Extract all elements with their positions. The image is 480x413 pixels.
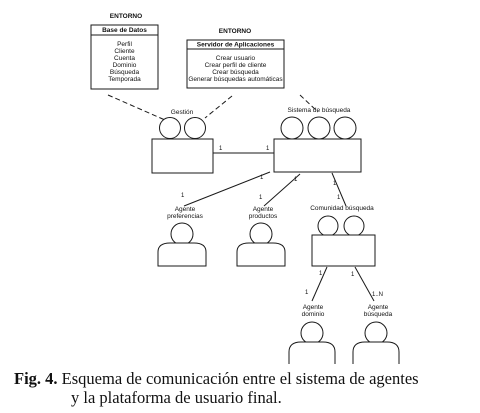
actor-body-icon bbox=[352, 341, 400, 364]
actor-agente-busqueda: Agente búsqueda bbox=[352, 304, 400, 364]
actor-head-icon bbox=[170, 222, 194, 246]
actor-label: Agente bbox=[253, 206, 274, 213]
multiplicity-label: 1 bbox=[181, 193, 185, 199]
node-gestion: Gestión bbox=[151, 109, 214, 174]
association-line bbox=[331, 172, 347, 207]
env-database-item: Temporada bbox=[108, 76, 141, 83]
node-comunidad-label: Comunidad búsqueda bbox=[310, 205, 374, 212]
agent-head-icon bbox=[184, 117, 206, 139]
multiplicity-label: 1 bbox=[333, 181, 337, 187]
agent-head-icon bbox=[280, 116, 304, 140]
multiplicity-label: 1 bbox=[294, 177, 298, 183]
multiplicity-label: 1 bbox=[219, 146, 223, 152]
multiplicity-label: 1 bbox=[260, 175, 264, 181]
actor-label: preferencias bbox=[167, 213, 204, 220]
env-database-item: Perfil bbox=[117, 41, 132, 48]
node-gestion-box bbox=[151, 138, 214, 174]
multiplicity-label: 1..N bbox=[372, 292, 383, 298]
actor-label: búsqueda bbox=[364, 311, 393, 318]
dashed-connector bbox=[107, 94, 166, 121]
multiplicity-label: 1 bbox=[266, 146, 270, 152]
env-database-item: Dominio bbox=[113, 62, 137, 69]
actor-label: dominio bbox=[302, 311, 325, 318]
caption-text-line2: y la plataforma de usuario final. bbox=[71, 388, 282, 407]
env-database-title: Base de Datos bbox=[102, 27, 147, 34]
association-line bbox=[311, 266, 328, 302]
figure-label: Fig. 4. bbox=[14, 369, 58, 388]
actor-body-icon bbox=[157, 242, 207, 267]
env-app-server-heading: ENTORNO bbox=[219, 28, 251, 35]
env-app-server-item: Crear búsqueda bbox=[212, 69, 259, 76]
env-app-server-box bbox=[186, 39, 285, 89]
actor-body-icon bbox=[288, 341, 336, 364]
node-sistema-label: Sistema de búsqueda bbox=[288, 107, 351, 114]
actor-head-icon bbox=[249, 222, 273, 246]
env-database-box bbox=[90, 24, 159, 90]
actor-label: productos bbox=[249, 213, 278, 220]
node-sistema-box bbox=[273, 138, 362, 173]
dashed-connector bbox=[299, 94, 319, 113]
agent-head-icon bbox=[333, 116, 357, 140]
actor-agente-productos: Agente productos bbox=[236, 206, 286, 267]
actor-agente-dominio: Agente dominio bbox=[288, 304, 336, 364]
env-app-server-item: Crear usuario bbox=[216, 55, 256, 62]
env-database-item: Búsqueda bbox=[110, 69, 140, 76]
actor-head-icon bbox=[300, 321, 324, 345]
multiplicity-label: 1 bbox=[337, 195, 341, 201]
env-app-server-title: Servidor de Aplicaciones bbox=[197, 42, 275, 49]
env-app-server-item: Generar búsquedas automáticas bbox=[188, 76, 283, 83]
architecture-diagram: ENTORNO Base de Datos Perfil Cliente Cue… bbox=[90, 13, 400, 364]
actor-label: Agente bbox=[368, 304, 389, 311]
node-gestion-label: Gestión bbox=[171, 109, 194, 116]
multiplicity-label: 1 bbox=[319, 271, 323, 277]
figure-caption: Fig. 4. Esquema de comunicación entre el… bbox=[14, 369, 474, 407]
association-line bbox=[354, 266, 375, 302]
node-comunidad: Comunidad búsqueda bbox=[310, 205, 376, 267]
actor-agente-preferencias: Agente preferencias bbox=[157, 206, 207, 267]
env-database-item: Cuenta bbox=[114, 55, 135, 62]
env-database-heading: ENTORNO bbox=[110, 13, 142, 20]
caption-text-line1: Esquema de comunicación entre el sistema… bbox=[61, 369, 419, 388]
agent-head-icon bbox=[159, 117, 181, 139]
node-sistema: Sistema de búsqueda bbox=[273, 107, 362, 173]
agent-head-icon bbox=[307, 116, 331, 140]
actor-body-icon bbox=[236, 242, 286, 267]
env-app-server-item: Crear perfil de cliente bbox=[205, 62, 267, 69]
node-comunidad-box bbox=[311, 234, 376, 267]
dashed-connector bbox=[204, 95, 233, 119]
multiplicity-label: 1 bbox=[259, 195, 263, 201]
association-line bbox=[183, 171, 271, 207]
actor-head-icon bbox=[364, 321, 388, 345]
agent-head-icon bbox=[317, 215, 339, 237]
association-line bbox=[263, 173, 301, 207]
multiplicity-label: 1 bbox=[305, 290, 309, 296]
actor-label: Agente bbox=[303, 304, 324, 311]
multiplicity-label: 1 bbox=[351, 272, 355, 278]
env-database-item: Cliente bbox=[114, 48, 135, 55]
actor-label: Agente bbox=[175, 206, 196, 213]
env-database: ENTORNO Base de Datos Perfil Cliente Cue… bbox=[90, 13, 159, 90]
env-app-server: ENTORNO Servidor de Aplicaciones Crear u… bbox=[186, 28, 285, 89]
agent-head-icon bbox=[343, 215, 365, 237]
